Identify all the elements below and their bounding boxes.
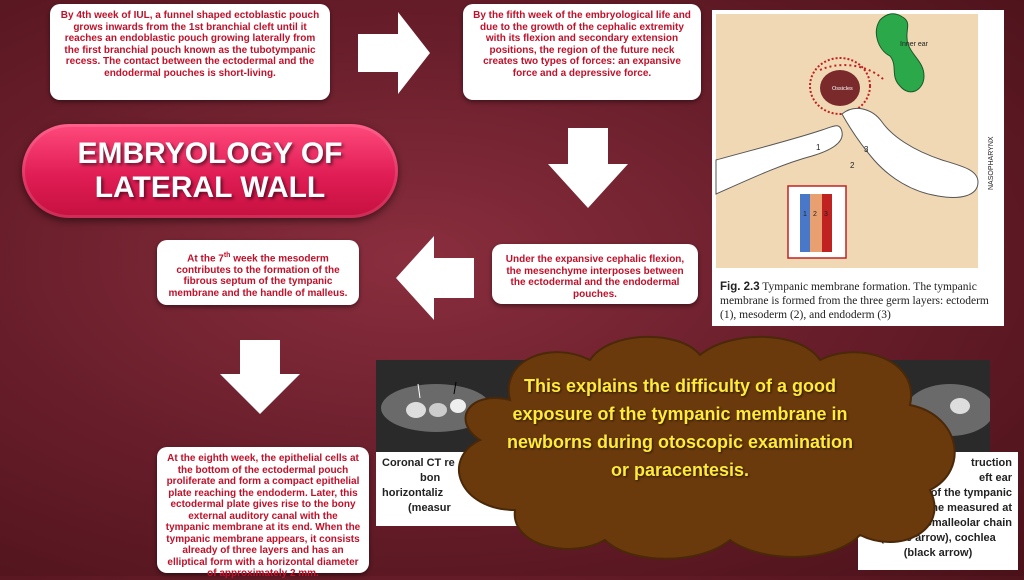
ct-left-line-3: horizontaliz: [382, 487, 444, 499]
arrow-right-icon: [358, 12, 430, 94]
number-3-label: 3: [864, 145, 869, 154]
ct-right-line-1: truction: [971, 457, 1012, 469]
week4-text-box: By 4th week of IUL, a funnel shaped ecto…: [50, 4, 330, 100]
layer-3-label: 3: [824, 211, 828, 218]
week4-text: By 4th week of IUL, a funnel shaped ecto…: [60, 10, 320, 79]
number-1-label: 1: [816, 143, 821, 152]
arrow-down-icon: [548, 128, 628, 208]
layer-1-label: 1: [803, 211, 807, 218]
week5-text-box: By the fifth week of the embryological l…: [463, 4, 701, 100]
ossicles-label: Ossicles: [832, 86, 853, 92]
ct-left-line-4: (measur: [408, 502, 451, 514]
figure-caption-number: Fig. 2.3: [720, 281, 760, 293]
number-2-label: 2: [850, 161, 855, 170]
ct-right-line-3: tion of the tympanic: [907, 487, 1013, 499]
ct-left-line-1: Coronal CT re: [382, 457, 455, 469]
week5-text: By the fifth week of the embryological l…: [473, 10, 691, 79]
tympanic-figure-panel: Inner ear Ossicles 1 2 3 1 2 3 NASOPHARY…: [712, 10, 1004, 326]
cloud-callout-shape: [458, 335, 956, 560]
arrow-left-icon: [396, 236, 474, 320]
week7-text-sup: th: [223, 252, 231, 259]
ct-left-line-2: bon: [420, 472, 441, 484]
inner-ear-label: Inner ear: [900, 41, 929, 48]
figure-caption-text: Tympanic membrane formation. The tympani…: [720, 281, 989, 321]
nasopharynx-label: NASOPHARYNX: [988, 136, 995, 190]
cloud-callout-text: This explains the difficulty of a good e…: [506, 376, 854, 480]
figure-caption: Fig. 2.3 Tympanic membrane formation. Th…: [720, 280, 1000, 322]
layer-2-label: 2: [813, 211, 817, 218]
flexion-text: Under the expansive cephalic flexion, th…: [505, 254, 685, 300]
week7-text-prefix: At the 7: [187, 253, 224, 265]
flexion-text-box: Under the expansive cephalic flexion, th…: [492, 244, 698, 304]
tympanic-membrane-diagram: Inner ear Ossicles 1 2 3 1 2 3 NASOPHARY…: [715, 13, 1000, 268]
week7-text-box: At the 7th week the mesoderm contributes…: [157, 240, 359, 305]
ct-right-line-2: eft ear: [978, 472, 1012, 484]
page-title: EMBRYOLOGY OF LATERAL WALL: [22, 124, 398, 218]
week8-text: At the eighth week, the epithelial cells…: [165, 453, 361, 579]
week7-text-rest: week the mesoderm contributes to the for…: [168, 253, 348, 299]
arrow-down-icon: [220, 340, 300, 414]
ct-right-line-7: (black arrow): [903, 547, 973, 559]
week8-text-box: At the eighth week, the epithelial cells…: [157, 447, 369, 579]
